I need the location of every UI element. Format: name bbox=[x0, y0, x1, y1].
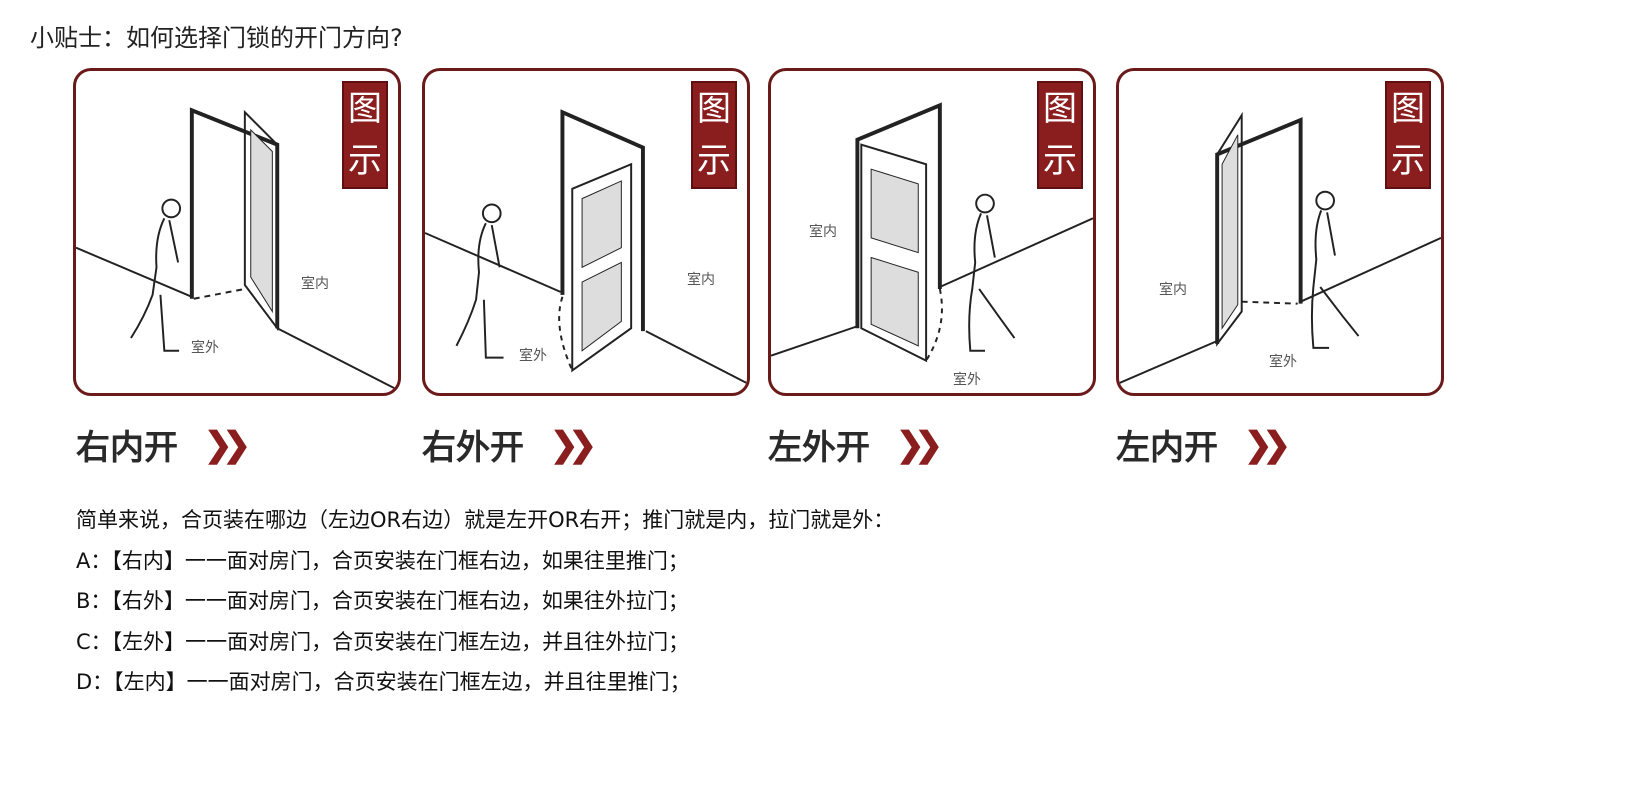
page-title: 小贴士：如何选择门锁的开门方向? bbox=[30, 24, 403, 52]
diagram-panel-left-outward: 图示 室内 室外 bbox=[768, 68, 1096, 396]
double-chevron-icon: ❯❯ bbox=[1244, 424, 1291, 465]
door-illustration bbox=[425, 109, 747, 385]
door-illustration bbox=[771, 102, 1093, 363]
double-chevron-icon: ❯❯ bbox=[550, 424, 597, 465]
room-outside-label: 室外 bbox=[191, 340, 219, 356]
description-line-a: A：【右内】一一面对房门，合页安装在门框右边，如果往里推门； bbox=[76, 548, 689, 573]
room-inside-label: 室内 bbox=[809, 224, 837, 240]
description-text: 简单来说，合页装在哪边（左边OR右边）就是左开OR右开；推门就是内，拉门就是外：… bbox=[76, 500, 894, 703]
diagram-panel-right-outward: 图示 室内 室外 bbox=[422, 68, 750, 396]
panel-caption-right-outward: 右外开❯❯ bbox=[422, 424, 597, 469]
room-outside-label: 室外 bbox=[519, 348, 547, 364]
description-line-c: C：【左外】一一面对房门，合页安装在门框左边，并且往外拉门； bbox=[76, 629, 690, 654]
panel-caption-right-inward: 右内开❯❯ bbox=[76, 424, 251, 469]
illustration-badge: 图示 bbox=[1037, 81, 1083, 189]
panel-caption-left-outward: 左外开❯❯ bbox=[768, 424, 943, 469]
door-illustration bbox=[1119, 111, 1441, 385]
illustration-badge: 图示 bbox=[691, 81, 737, 189]
illustration-badge: 图示 bbox=[342, 81, 388, 189]
diagram-panel-left-inward: 图示 室内 室外 bbox=[1116, 68, 1444, 396]
description-line-d: D：【左内】一一面对房门，合页安装在门框左边，并且往里推门； bbox=[76, 670, 691, 694]
room-inside-label: 室内 bbox=[301, 276, 329, 292]
door-illustration bbox=[76, 107, 398, 391]
diagram-panel-right-inward: 图示 室内 室外 bbox=[73, 68, 401, 396]
room-outside-label: 室外 bbox=[953, 372, 981, 388]
room-inside-label: 室内 bbox=[1159, 282, 1187, 298]
description-line-b: B：【右外】一一面对房门，合页安装在门框右边，如果往外拉门； bbox=[76, 589, 689, 613]
double-chevron-icon: ❯❯ bbox=[896, 424, 943, 465]
room-outside-label: 室外 bbox=[1269, 354, 1297, 370]
double-chevron-icon: ❯❯ bbox=[204, 424, 251, 465]
panel-caption-left-inward: 左内开❯❯ bbox=[1116, 424, 1291, 469]
illustration-badge: 图示 bbox=[1385, 81, 1431, 189]
description-intro: 简单来说，合页装在哪边（左边OR右边）就是左开OR右开；推门就是内，拉门就是外： bbox=[76, 508, 895, 532]
room-inside-label: 室内 bbox=[687, 272, 715, 288]
